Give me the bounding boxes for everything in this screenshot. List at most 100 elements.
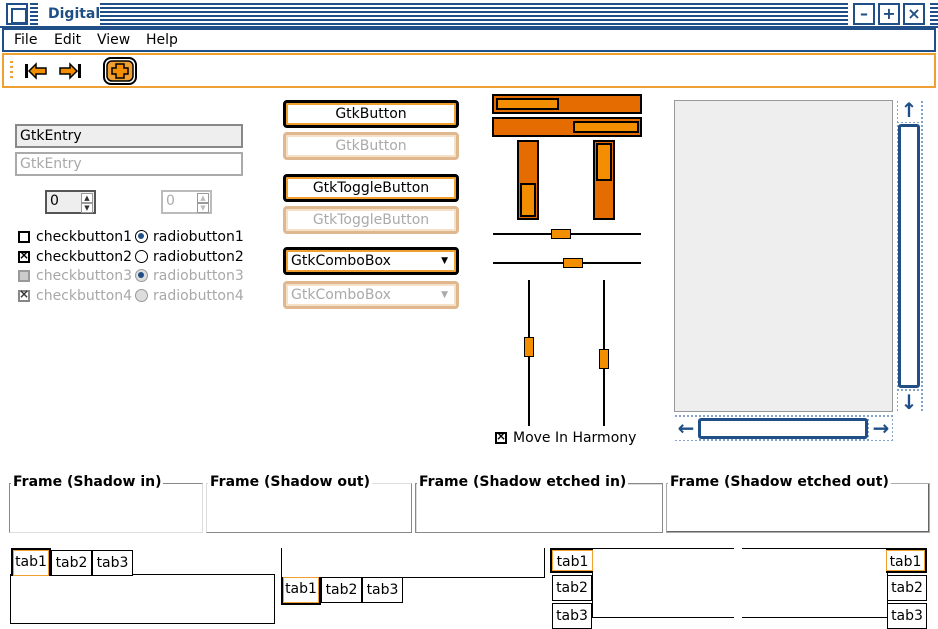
frame-shadow-etched-out: Frame (Shadow etched out) xyxy=(666,474,930,533)
frame-shadow-out-label: Frame (Shadow out) xyxy=(208,474,372,490)
horizontal-scrollbar-thumb[interactable] xyxy=(698,418,868,439)
notebook-left-tab3[interactable]: tab3 xyxy=(552,603,592,629)
checkbutton2-box[interactable] xyxy=(18,248,30,263)
menu-file[interactable]: File xyxy=(14,31,37,49)
gtk-button[interactable]: GtkButton xyxy=(283,100,459,128)
notebook-top-tab2[interactable]: tab2 xyxy=(51,550,92,576)
go-last-icon[interactable] xyxy=(58,61,82,81)
minimize-button[interactable]: – xyxy=(853,3,875,25)
menu-edit-label: Edit xyxy=(54,32,82,48)
notebook-right-tab3[interactable]: tab3 xyxy=(887,603,927,629)
add-icon[interactable] xyxy=(102,57,138,85)
checkbutton4-label: checkbutton4 xyxy=(36,288,133,304)
notebook-right-tab2[interactable]: tab2 xyxy=(887,575,927,601)
notebook-top-tab1[interactable]: tab1 xyxy=(11,548,51,576)
progress-bar-horizontal-2-fill xyxy=(573,121,639,133)
text-view[interactable] xyxy=(674,100,893,412)
menu-help[interactable]: Help xyxy=(146,31,178,49)
scroll-left-icon[interactable]: ← xyxy=(675,418,697,440)
spinbutton-disabled-value: 0 xyxy=(166,193,175,209)
frame-shadow-out: Frame (Shadow out) xyxy=(206,474,412,533)
notebook-bottom-tab3[interactable]: tab3 xyxy=(362,577,403,603)
combo-box-disabled: GtkComboBox ▼ xyxy=(283,281,459,309)
frame-shadow-etched-out-label: Frame (Shadow etched out) xyxy=(668,474,891,490)
menu-file-label: File xyxy=(14,32,38,48)
checkbutton1-label[interactable]: checkbutton1 xyxy=(36,229,133,245)
frame-shadow-etched-out-border xyxy=(666,483,930,533)
scroll-right-icon[interactable]: → xyxy=(870,418,892,440)
combo-box[interactable]: GtkComboBox ▼ xyxy=(283,247,459,275)
scroll-down-icon[interactable]: ↓ xyxy=(898,392,920,412)
title-bar-stripes-left xyxy=(30,3,38,25)
entry-field[interactable]: GtkEntry xyxy=(15,124,243,148)
spin-down-disabled-icon: ▼ xyxy=(197,203,209,213)
window-menu-button[interactable] xyxy=(6,3,28,25)
checkbutton2-label[interactable]: checkbutton2 xyxy=(36,249,133,265)
combo-box-disabled-label: GtkComboBox xyxy=(291,287,391,303)
notebook-right-page xyxy=(742,548,888,618)
progress-bar-horizontal-1 xyxy=(492,94,642,114)
spin-down-icon[interactable]: ▼ xyxy=(81,203,93,213)
checkbutton4-box xyxy=(18,287,30,302)
frame-shadow-out-border xyxy=(206,483,412,533)
notebook-left-page xyxy=(592,548,734,618)
hscale-1-slider[interactable] xyxy=(551,229,571,239)
progress-bar-vertical-1-fill xyxy=(520,183,536,217)
vscale-2-slider[interactable] xyxy=(599,349,609,369)
move-in-harmony-label[interactable]: Move In Harmony xyxy=(513,430,637,446)
title-bar-stripes xyxy=(100,3,848,25)
notebook-right-tab1[interactable]: tab1 xyxy=(886,548,927,573)
close-button[interactable]: × xyxy=(903,3,925,25)
frame-shadow-in: Frame (Shadow in) xyxy=(9,474,203,533)
notebook-bottom-page xyxy=(281,548,545,578)
progress-bar-vertical-2 xyxy=(593,140,615,220)
entry-field-disabled: GtkEntry xyxy=(15,152,243,176)
spinbutton[interactable]: 0 ▲ ▼ xyxy=(45,190,96,214)
checkbutton3-box xyxy=(18,270,30,282)
radiobutton1-label[interactable]: radiobutton1 xyxy=(153,229,244,245)
frame-shadow-in-label: Frame (Shadow in) xyxy=(11,474,164,490)
checkbutton1-box[interactable] xyxy=(18,231,30,243)
window-title: Digital xyxy=(40,3,109,25)
move-in-harmony-checkbox[interactable] xyxy=(495,429,507,444)
spinbutton-value: 0 xyxy=(50,193,59,209)
progress-bar-vertical-2-fill xyxy=(596,143,612,181)
spin-up-disabled-icon: ▲ xyxy=(197,193,209,203)
vertical-scrollbar-thumb[interactable] xyxy=(898,124,920,388)
combo-box-label: GtkComboBox xyxy=(291,253,391,269)
menubar: File Edit View Help xyxy=(2,28,936,52)
notebook-bottom-tab2[interactable]: tab2 xyxy=(321,577,362,603)
hscale-2-slider[interactable] xyxy=(563,258,583,268)
frame-shadow-etched-in: Frame (Shadow etched in) xyxy=(415,474,663,533)
spinbutton-disabled: 0 ▲ ▼ xyxy=(161,190,212,214)
spin-up-icon[interactable]: ▲ xyxy=(81,193,93,203)
radiobutton4-indicator xyxy=(135,289,148,302)
menu-edit[interactable]: Edit xyxy=(54,31,81,49)
notebook-left-tab1[interactable]: tab1 xyxy=(550,548,593,573)
radiobutton2-label[interactable]: radiobutton2 xyxy=(153,249,244,265)
radiobutton3-indicator xyxy=(135,269,148,282)
notebook-top-tab3[interactable]: tab3 xyxy=(92,550,133,576)
radiobutton4-label: radiobutton4 xyxy=(153,288,244,304)
go-first-icon[interactable] xyxy=(24,61,48,81)
vscale-1-slider[interactable] xyxy=(524,337,534,357)
menu-help-label: Help xyxy=(146,32,178,48)
radiobutton2-indicator[interactable] xyxy=(135,250,148,263)
title-bar-stripes-right xyxy=(930,3,938,25)
maximize-button[interactable]: + xyxy=(878,3,900,25)
frame-shadow-etched-in-border xyxy=(415,483,663,533)
notebook-bottom-tab1[interactable]: tab1 xyxy=(281,577,321,605)
toggle-button-disabled: GtkToggleButton xyxy=(283,206,459,234)
frame-shadow-etched-in-label: Frame (Shadow etched in) xyxy=(417,474,629,490)
dropdown-arrow-disabled-icon: ▼ xyxy=(441,290,448,300)
notebook-top-page xyxy=(10,574,275,624)
menu-view[interactable]: View xyxy=(97,31,130,49)
notebook-left-tab2[interactable]: tab2 xyxy=(552,575,592,601)
progress-bar-horizontal-2 xyxy=(492,117,642,137)
radiobutton3-label: radiobutton3 xyxy=(153,268,244,284)
toggle-button[interactable]: GtkToggleButton xyxy=(283,174,459,202)
radiobutton1-indicator[interactable] xyxy=(135,230,148,243)
scroll-up-icon[interactable]: ↑ xyxy=(898,100,920,122)
toolbar xyxy=(2,53,936,88)
toolbar-grip[interactable] xyxy=(10,61,13,81)
